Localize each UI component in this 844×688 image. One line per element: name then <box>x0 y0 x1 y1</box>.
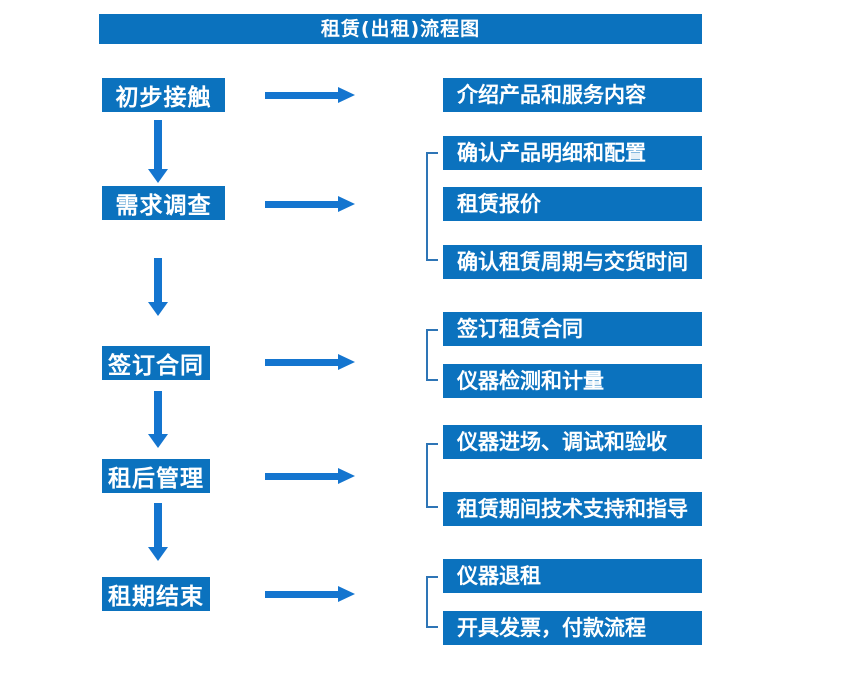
detail-box-invoice-payment: 开具发票，付款流程 <box>443 611 702 645</box>
detail-box-confirm-config: 确认产品明细和配置 <box>443 136 702 170</box>
detail-box-instrument-return: 仪器退租 <box>443 559 702 593</box>
diagram-title: 租赁(出租)流程图 <box>99 14 702 44</box>
group-bracket-rental-end <box>426 576 438 628</box>
detail-box-sign-rental-contract: 签订租赁合同 <box>443 312 702 346</box>
detail-box-instrument-setup: 仪器进场、调试和验收 <box>443 425 702 459</box>
detail-box-confirm-period: 确认租赁周期与交货时间 <box>443 245 702 279</box>
step-box-rental-end: 租期结束 <box>102 577 210 611</box>
group-bracket-demand-survey <box>426 152 438 261</box>
step-box-demand-survey: 需求调查 <box>102 186 225 220</box>
detail-box-tech-support: 租赁期间技术支持和指导 <box>443 492 702 526</box>
detail-box-rental-quote: 租赁报价 <box>443 187 702 221</box>
step-box-post-rental-mgmt: 租后管理 <box>102 459 210 493</box>
step-box-sign-contract: 签订合同 <box>102 346 210 380</box>
group-bracket-sign-contract <box>426 329 438 381</box>
detail-box-instrument-testing: 仪器检测和计量 <box>443 364 702 398</box>
group-bracket-post-rental <box>426 443 438 508</box>
detail-box-intro-products: 介绍产品和服务内容 <box>443 78 702 112</box>
step-box-initial-contact: 初步接触 <box>102 78 225 112</box>
